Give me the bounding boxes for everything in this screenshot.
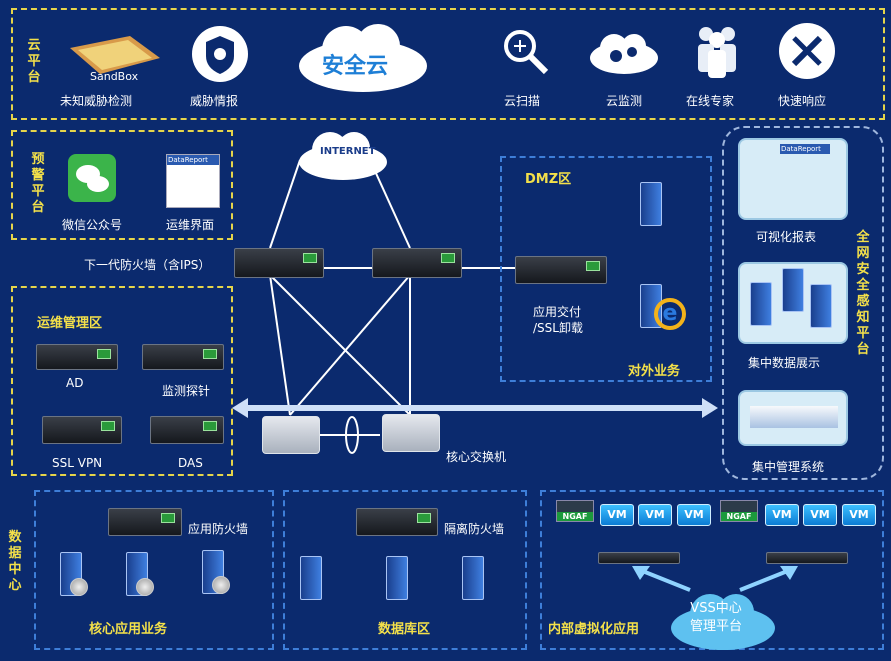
ie-icon: e [654, 298, 686, 330]
cloud-item-label: 在线专家 [686, 94, 735, 108]
warning-item-label: 微信公众号 [62, 218, 123, 232]
ssl-vpn-device [42, 416, 122, 444]
warning-item-label: 运维界面 [166, 218, 215, 232]
vm-icon: VM [600, 504, 634, 526]
web-server-icon [300, 556, 322, 600]
data-display-card [738, 262, 848, 344]
virtualization-title: 内部虚拟化应用 [548, 622, 640, 637]
server-tower-icon [782, 268, 804, 312]
shield-icon [190, 24, 250, 84]
vss-cloud-icon [668, 586, 778, 654]
server-tower-icon [640, 182, 662, 226]
vm-icon: VM [842, 504, 876, 526]
cloud-item-label: 未知威胁检测 [60, 94, 133, 108]
database-icon [212, 576, 230, 594]
dmz-title: DMZ区 [525, 172, 572, 187]
internet-label: INTERNET [320, 146, 376, 157]
ops-zone-title: 运维管理区 [37, 316, 103, 331]
cloud-item-label: 云扫描 [504, 94, 541, 108]
ngaf-device: NGAF [556, 500, 594, 522]
cloud-item-label: 快速响应 [778, 94, 827, 108]
core-switch-icon [382, 414, 440, 452]
internet-cloud-icon [296, 128, 390, 182]
mgmt-system-card [738, 390, 848, 446]
vm-icon: VM [803, 504, 837, 526]
database-zone-title: 数据库区 [378, 622, 431, 637]
ngaf-device: NGAF [720, 500, 758, 522]
ops-item-label: DAS [178, 456, 203, 470]
app-firewall-device [108, 508, 182, 536]
core-switch-icon [262, 416, 320, 454]
core-business-zone [34, 490, 274, 650]
isolation-firewall-device [356, 508, 438, 536]
probe-device [142, 344, 224, 370]
database-icon [70, 578, 88, 596]
report-card-title: DataReport [780, 144, 830, 154]
sandbox-icon: SandBox [60, 28, 162, 84]
cloud-platform-zone [11, 8, 885, 120]
vm-icon: VM [765, 504, 799, 526]
server-tower-icon [810, 284, 832, 328]
warning-platform-title: 预警平台 [31, 152, 45, 215]
app-delivery-label: 应用交付 /SSL卸载 [533, 305, 583, 335]
tools-icon [778, 22, 836, 80]
experts-icon [694, 24, 740, 78]
web-server-icon [462, 556, 484, 600]
hypervisor-host [598, 552, 680, 564]
awareness-item-label: 可视化报表 [756, 230, 817, 244]
ops-item-label: SSL VPN [52, 456, 103, 470]
cloud-gears-icon [588, 28, 660, 76]
server-tower-icon [386, 556, 408, 600]
wechat-icon [68, 154, 116, 202]
awareness-item-label: 集中数据展示 [748, 356, 821, 370]
app-firewall-label: 应用防火墙 [188, 522, 249, 536]
report-icon: DataReport [166, 154, 220, 208]
awareness-platform-title: 全网安全感知平台 [856, 230, 870, 357]
isolation-firewall-label: 隔离防火墙 [444, 522, 505, 536]
appliance-icon [750, 406, 838, 428]
visual-report-card: DataReport [738, 138, 848, 220]
ngaf-label: NGAF [557, 512, 593, 521]
ngfw-device [234, 248, 324, 278]
hypervisor-host [766, 552, 848, 564]
sandbox-label: SandBox [90, 70, 139, 83]
vm-icon: VM [677, 504, 711, 526]
ad-device [36, 344, 118, 370]
core-switch-label: 核心交换机 [446, 450, 507, 464]
report-icon-title: DataReport [167, 155, 219, 165]
awareness-platform-zone [722, 126, 884, 480]
ngaf-label: NGAF [721, 512, 757, 521]
data-center-title: 数据中心 [8, 530, 22, 593]
database-zone [283, 490, 527, 650]
ops-item-label: 监测探针 [162, 384, 211, 398]
warning-platform-zone [11, 130, 233, 240]
ops-zone [11, 286, 233, 476]
ngfw-label: 下一代防火墙（含IPS） [84, 258, 211, 272]
magnifier-icon [500, 26, 552, 78]
ngfw-device [372, 248, 462, 278]
external-business-label: 对外业务 [628, 364, 681, 379]
vm-icon: VM [638, 504, 672, 526]
dmz-zone [500, 156, 712, 382]
vss-label: VSS中心 管理平台 [690, 601, 743, 634]
cloud-platform-title: 云平台 [27, 38, 41, 85]
security-cloud-icon [296, 20, 430, 94]
cloud-item-label: 云监测 [606, 94, 643, 108]
das-device [150, 416, 224, 444]
ops-item-label: AD [66, 376, 84, 390]
core-business-title: 核心应用业务 [89, 622, 168, 637]
database-icon [136, 578, 154, 596]
security-cloud-label: 安全云 [322, 54, 389, 79]
awareness-item-label: 集中管理系统 [752, 460, 825, 474]
app-delivery-device [515, 256, 607, 284]
cloud-item-label: 威胁情报 [190, 94, 239, 108]
server-tower-icon [750, 282, 772, 326]
